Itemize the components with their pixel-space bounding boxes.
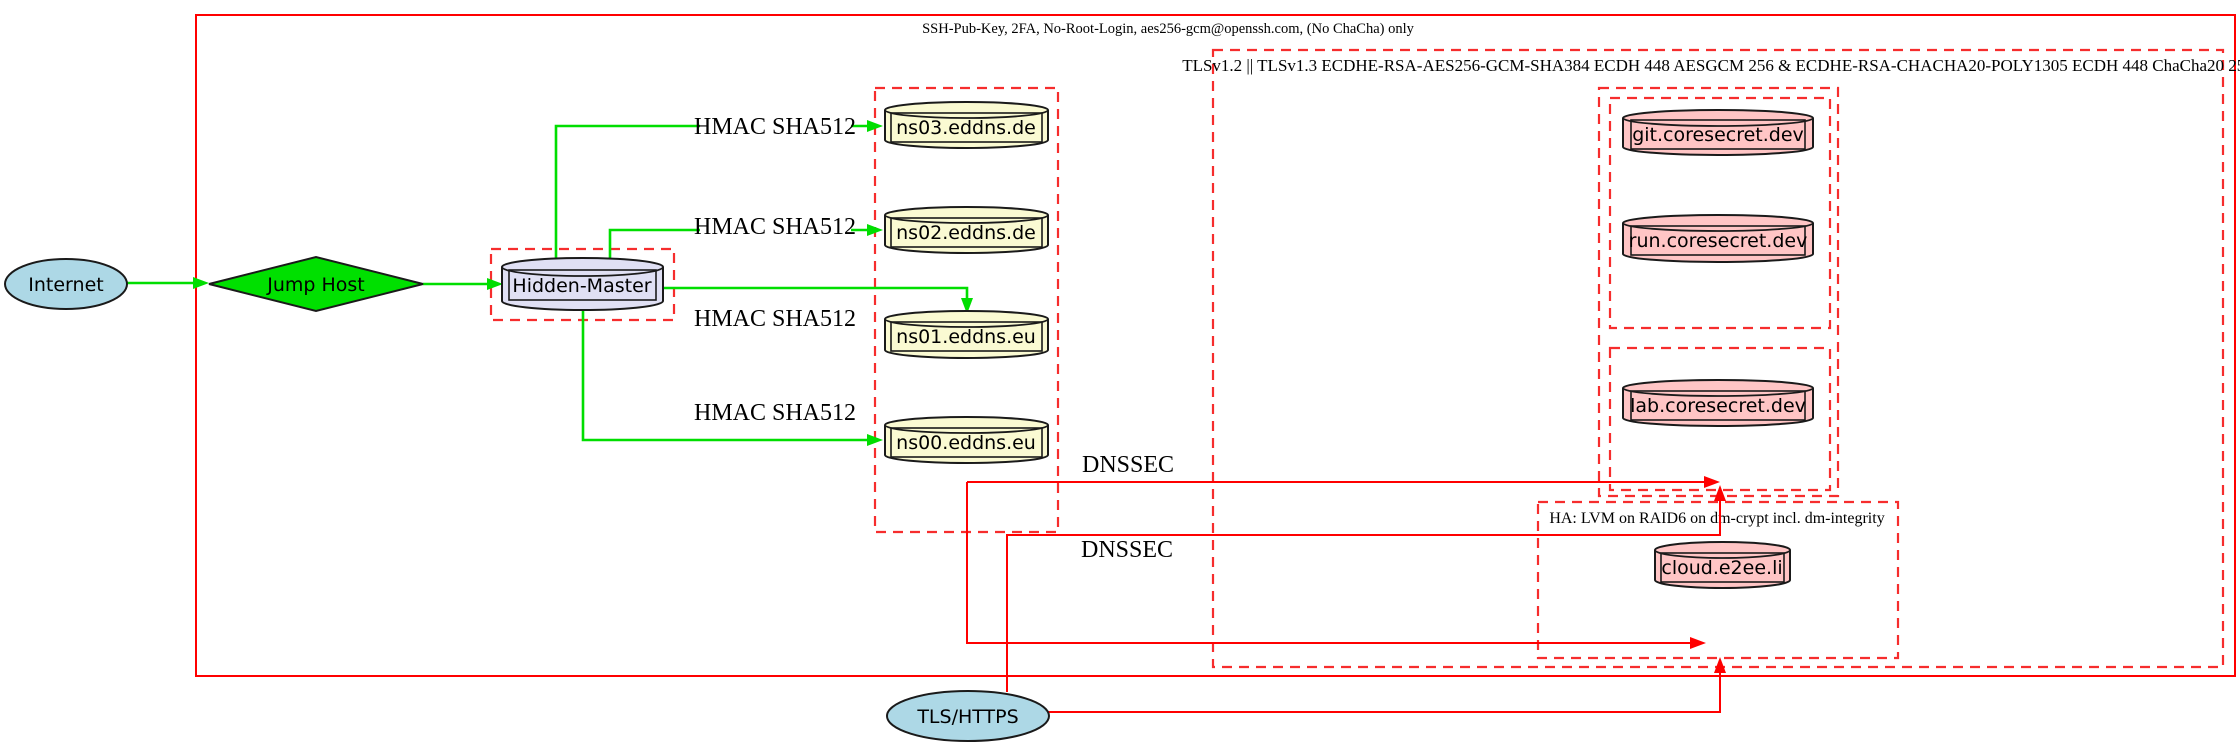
edge-internet-to-jumphost <box>127 277 209 289</box>
node-ns01: ns01.eddns.eu <box>884 310 1049 359</box>
node-ns00: ns00.eddns.eu <box>884 416 1049 464</box>
svg-text:git.coresecret.dev: git.coresecret.dev <box>1632 124 1804 146</box>
coresecret-lab-cluster-box <box>1608 346 1832 492</box>
edge-dnssec-to-ha-cluster <box>966 482 1706 649</box>
node-lab-coresecret: lab.coresecret.dev <box>1622 379 1814 427</box>
node-tls-https: TLS/HTTPS <box>886 690 1050 742</box>
node-ns03: ns03.eddns.de <box>884 101 1049 149</box>
ha-cluster-box <box>1536 500 1900 660</box>
node-run-coresecret: run.coresecret.dev <box>1622 214 1814 263</box>
svg-text:ns02.eddns.de: ns02.eddns.de <box>896 222 1036 244</box>
svg-text:ns00.eddns.eu: ns00.eddns.eu <box>896 432 1036 454</box>
edge-label-hmac-ns03: HMAC SHA512 <box>694 112 856 140</box>
svg-text:Jump Host: Jump Host <box>266 274 365 296</box>
edge-dnssec-to-lab-cluster <box>967 476 1720 488</box>
svg-text:ns01.eddns.eu: ns01.eddns.eu <box>896 326 1036 348</box>
coresecret-gitrun-cluster-box <box>1608 96 1832 330</box>
svg-text:HMAC SHA512: HMAC SHA512 <box>694 214 856 240</box>
node-jump-host: Jump Host <box>208 255 424 313</box>
node-internet: Internet <box>4 258 128 310</box>
svg-text:ns03.eddns.de: ns03.eddns.de <box>896 117 1036 139</box>
edge-label-hmac-ns02: HMAC SHA512 <box>694 212 856 240</box>
edge-hiddenmaster-to-ns00 <box>581 309 883 446</box>
edge-tlshttps-to-lab-cluster <box>1006 485 1726 692</box>
node-git-coresecret: git.coresecret.dev <box>1622 109 1814 156</box>
edge-label-dnssec-1: DNSSEC <box>1082 452 1174 478</box>
edge-hiddenmaster-to-ns01 <box>663 286 973 314</box>
node-hidden-master: Hidden-Master <box>501 257 664 311</box>
node-cloud-e2ee: cloud.e2ee.li <box>1654 541 1791 589</box>
ssh-cluster-title: SSH-Pub-Key, 2FA, No-Root-Login, aes256-… <box>922 21 1415 37</box>
edge-label-dnssec-2: DNSSEC <box>1081 537 1173 563</box>
svg-text:TLS/HTTPS: TLS/HTTPS <box>916 706 1018 728</box>
ssh-cluster-box <box>195 14 2236 677</box>
node-ns02: ns02.eddns.de <box>884 206 1049 254</box>
edge-label-hmac-ns01: HMAC SHA512 <box>694 306 856 332</box>
svg-text:run.coresecret.dev: run.coresecret.dev <box>1629 230 1808 252</box>
edge-jumphost-to-hiddenmaster <box>423 278 503 290</box>
svg-text:HMAC SHA512: HMAC SHA512 <box>694 114 856 140</box>
tls-cluster-title: TLSv1.2 || TLSv1.3 ECDHE-RSA-AES256-GCM-… <box>1182 56 2240 75</box>
ha-cluster-title: HA: LVM on RAID6 on dm-crypt incl. dm-in… <box>1549 510 1884 527</box>
svg-text:Hidden-Master: Hidden-Master <box>512 275 651 297</box>
edge-label-hmac-ns00: HMAC SHA512 <box>694 400 856 426</box>
edge-tlshttps-to-ha-cluster <box>1048 657 1726 713</box>
svg-text:Internet: Internet <box>28 274 103 296</box>
svg-text:lab.coresecret.dev: lab.coresecret.dev <box>1630 395 1806 417</box>
svg-text:cloud.e2ee.li: cloud.e2ee.li <box>1661 557 1782 579</box>
